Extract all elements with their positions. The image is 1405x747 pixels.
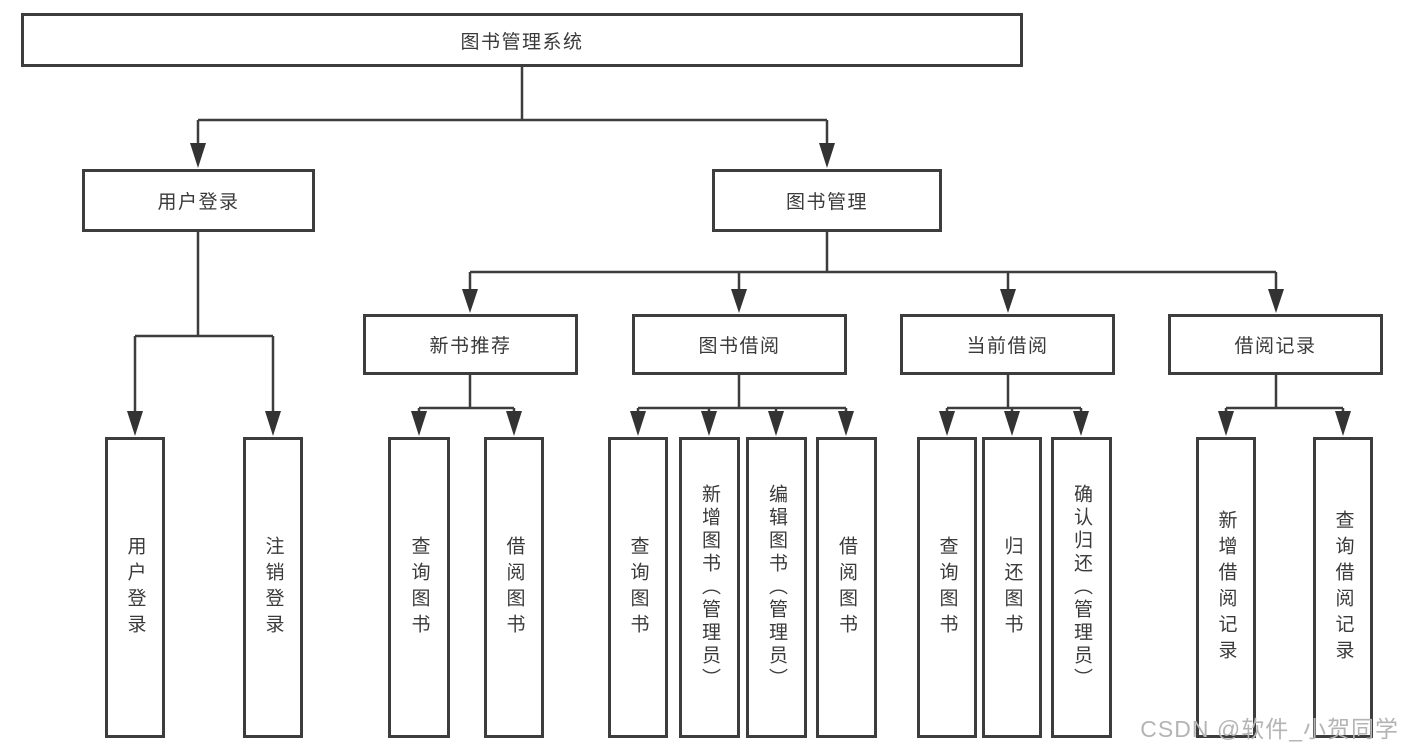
leaf-records-query: 查询借阅记录 [1313, 437, 1373, 738]
node-book-mgmt: 图书管理 [712, 169, 942, 232]
leaf-newbooks-borrow-label: 借阅图书 [503, 535, 525, 640]
leaf-borrow-book-label: 借阅图书 [836, 535, 857, 640]
node-user-login: 用户登录 [82, 169, 315, 232]
leaf-user-login: 用户登录 [105, 437, 165, 738]
leaf-borrow-book: 借阅图书 [816, 437, 877, 738]
node-borrow-records-label: 借阅记录 [1234, 336, 1317, 357]
leaf-logout-label: 注销登录 [262, 535, 284, 640]
arrowheads [127, 143, 1351, 436]
leaf-current-confirm-admin: 确认归还（管理员） [1051, 437, 1112, 738]
leaf-borrow-add-admin: 新增图书（管理员） [679, 437, 740, 738]
leaf-newbooks-borrow: 借阅图书 [484, 437, 544, 738]
node-borrow-records: 借阅记录 [1168, 314, 1383, 375]
csdn-watermark: CSDN @软件_小贺同学 [1140, 716, 1399, 742]
leaf-borrow-query-label: 查询图书 [627, 535, 649, 640]
node-current-borrow: 当前借阅 [900, 314, 1115, 375]
leaf-current-return-label: 归还图书 [1001, 535, 1023, 640]
leaf-current-query-label: 查询图书 [936, 535, 958, 640]
node-new-books-label: 新书推荐 [429, 336, 512, 357]
leaf-user-login-label: 用户登录 [124, 535, 146, 640]
leaf-records-query-label: 查询借阅记录 [1332, 509, 1354, 666]
node-root-label: 图书管理系统 [460, 31, 584, 53]
node-book-borrow-label: 图书借阅 [698, 336, 781, 357]
node-user-login-label: 用户登录 [157, 192, 240, 213]
leaf-newbooks-query-label: 查询图书 [408, 535, 430, 640]
leaf-newbooks-query: 查询图书 [388, 437, 450, 738]
leaf-borrow-add-admin-label: 新增图书（管理员） [699, 484, 720, 691]
leaf-current-confirm-admin-label: 确认归还（管理员） [1071, 484, 1092, 691]
node-root: 图书管理系统 [21, 13, 1023, 67]
node-book-mgmt-label: 图书管理 [785, 192, 868, 213]
leaf-current-query: 查询图书 [917, 437, 977, 738]
node-book-borrow: 图书借阅 [632, 314, 847, 375]
leaf-logout: 注销登录 [243, 437, 303, 738]
leaf-records-add-label: 新增借阅记录 [1215, 509, 1237, 666]
leaf-borrow-query: 查询图书 [608, 437, 668, 738]
leaf-borrow-edit-admin-label: 编辑图书（管理员） [766, 484, 787, 691]
leaf-borrow-edit-admin: 编辑图书（管理员） [746, 437, 807, 738]
node-current-borrow-label: 当前借阅 [966, 336, 1049, 357]
leaf-records-add: 新增借阅记录 [1196, 437, 1256, 738]
node-new-books: 新书推荐 [363, 314, 578, 375]
leaf-current-return: 归还图书 [982, 437, 1042, 738]
